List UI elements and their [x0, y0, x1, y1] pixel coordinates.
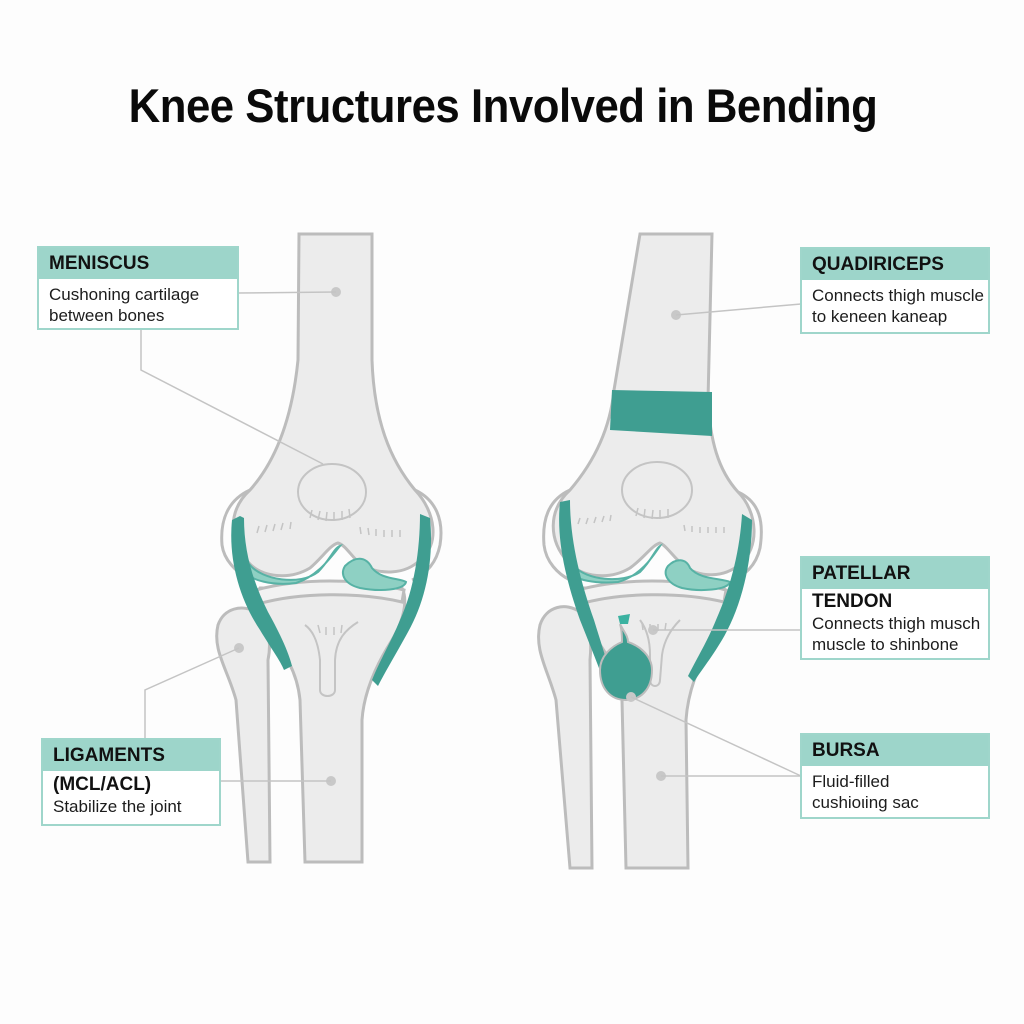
right-knee-illustration — [537, 232, 763, 870]
callout-meniscus-label: MENISCUS — [39, 248, 237, 279]
bursa-sac — [598, 623, 654, 702]
left-meniscus-lateral — [341, 557, 408, 591]
right-ligament-lateral — [688, 514, 752, 682]
left-ligament-lateral — [372, 514, 432, 686]
leader-ligaments-fibula — [144, 647, 240, 738]
right-meniscus-medial — [568, 543, 663, 584]
callout-patellar-tendon-description: TENDON Connects thigh musch muscle to sh… — [812, 591, 981, 654]
leader-bursa-upper — [630, 696, 802, 777]
leader-lines — [140, 291, 802, 782]
left-meniscus-medial — [244, 543, 344, 585]
quadriceps-band — [610, 390, 712, 436]
left-ligament-medial — [231, 516, 292, 670]
callout-quadriceps: QUADIRICEPS Connects thigh muscle to ken… — [800, 247, 990, 334]
left-knee-illustration — [215, 232, 443, 864]
callout-ligaments-description: (MCL/ACL) Stabilize the joint — [53, 774, 182, 816]
leader-meniscus-top — [237, 291, 337, 294]
right-ligament-medial — [559, 500, 614, 692]
callout-ligaments: LIGAMENTS (MCL/ACL) Stabilize the joint — [41, 738, 221, 826]
callout-meniscus-description: Cushoning cartilage between bones — [49, 285, 200, 325]
callout-bursa-description: Fluid-filled cushioιing sac — [812, 772, 919, 812]
left-tibia — [254, 586, 407, 864]
callout-patellar-tendon: PATELLAR TENDON Connects thigh musch mus… — [800, 556, 990, 660]
callout-ligaments-label: LIGAMENTS — [43, 740, 219, 771]
callout-bursa: BURSA Fluid-filled cushioιing sac — [800, 733, 990, 819]
leader-meniscus-condyle — [140, 329, 324, 465]
right-fibula — [537, 605, 594, 870]
callout-quadriceps-label: QUADIRICEPS — [802, 249, 988, 280]
callout-patellar-tendon-label: PATELLAR — [802, 558, 988, 589]
callout-bursa-label: BURSA — [802, 735, 988, 766]
right-meniscus-lateral — [664, 559, 732, 591]
diagram-title: Knee Structures Involved in Bending — [128, 79, 878, 132]
callout-quadriceps-description: Connects thigh muscle to keneen kaneap — [812, 286, 984, 326]
left-femur — [231, 232, 435, 578]
leader-quadriceps — [675, 303, 802, 316]
callout-meniscus: MENISCUS Cushoning cartilage between bon… — [37, 246, 239, 330]
